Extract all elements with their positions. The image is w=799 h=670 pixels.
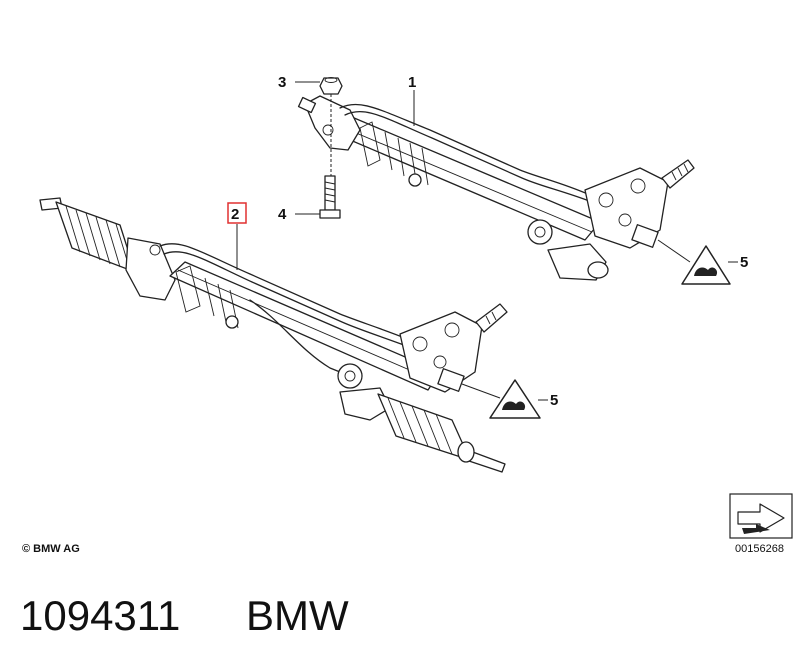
bolt-part [319,175,341,219]
leader-lines [236,81,738,401]
part-number: 1094311 [20,592,180,639]
callout-part-4: 4 [278,206,287,223]
steering-rack-upper [297,95,695,281]
nav-arrow-icon [729,493,793,539]
callout-part-5-lower: 5 [550,392,558,409]
warning-triangle-icon [489,379,541,419]
callout-part-3: 3 [278,74,286,91]
nut-part [319,77,343,95]
callout-part-1: 1 [408,74,416,91]
brand-name: BMW [246,592,349,639]
warning-triangle-icon [681,245,731,285]
callout-part-5-upper: 5 [740,254,748,271]
steering-rack-lower [39,197,508,473]
highlight-box [227,202,247,224]
copyright-text: © BMW AG [22,543,80,555]
callout-part-2: 2 [231,206,239,223]
diagram-reference-number: 00156268 [735,543,784,555]
